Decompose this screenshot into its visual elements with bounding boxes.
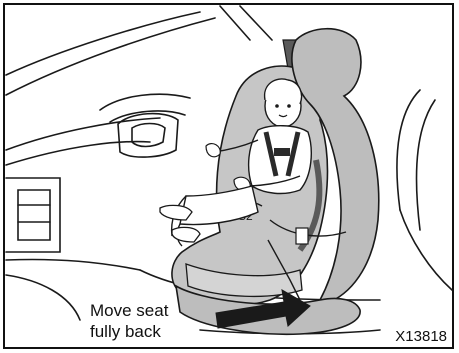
callout-text: Move seat fully back [82, 300, 172, 342]
callout-line-2: fully back [90, 321, 168, 342]
figure-id: X13818 [393, 328, 449, 345]
callout-line-1: Move seat [90, 300, 168, 321]
